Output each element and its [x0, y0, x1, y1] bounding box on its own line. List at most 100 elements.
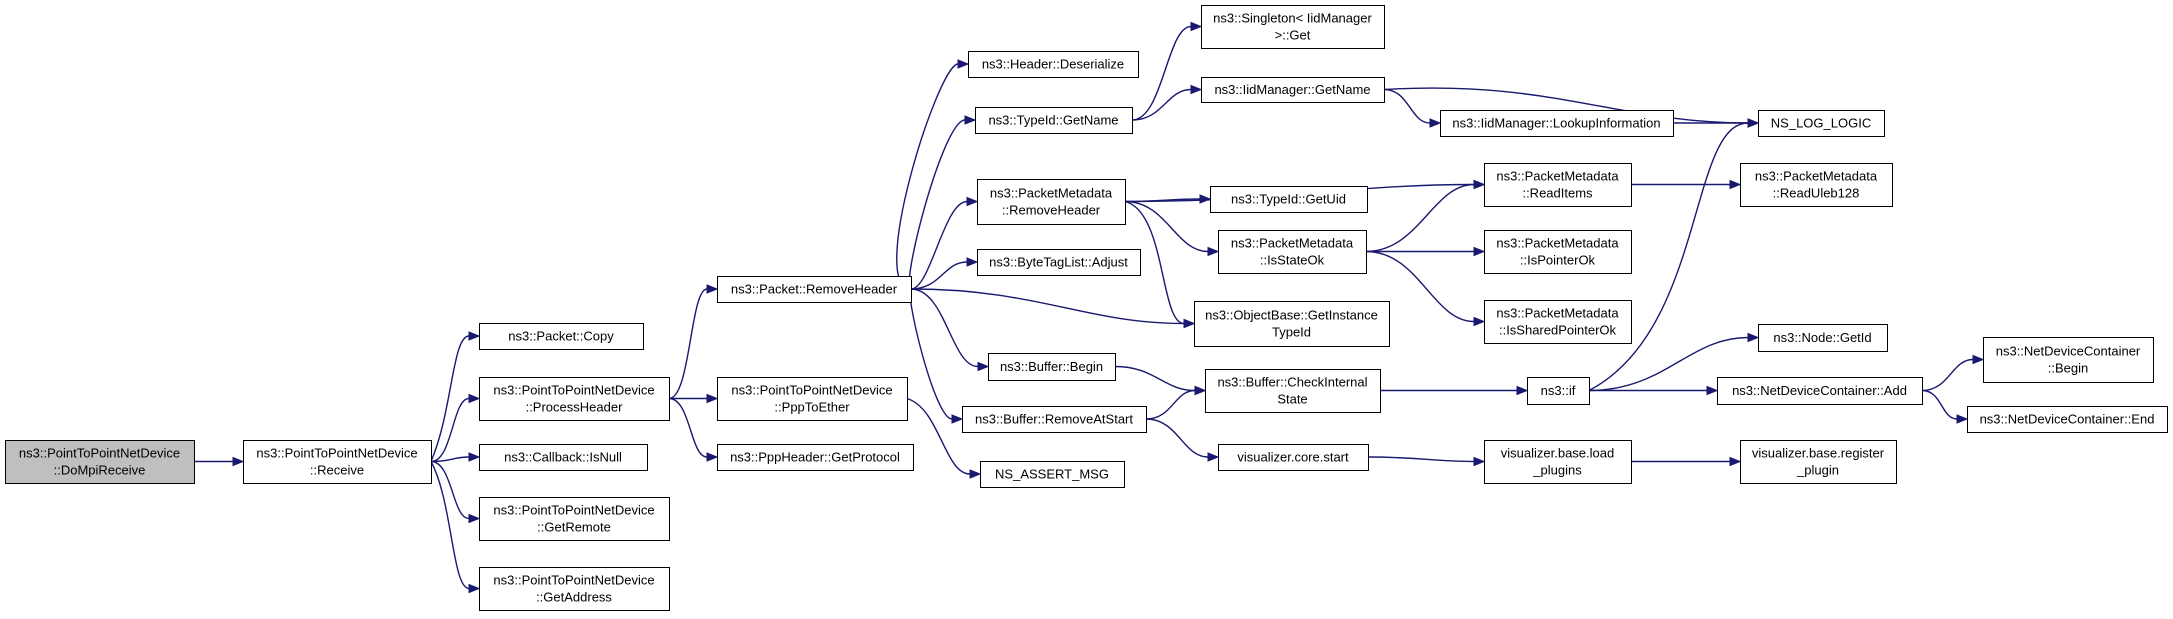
node-label: ns3::PacketMetadata [1496, 236, 1619, 251]
node-box [479, 497, 670, 541]
node-label: ns3::Buffer::RemoveAtStart [975, 412, 1133, 427]
node-typeid-getname[interactable]: ns3::TypeId::GetName [975, 107, 1133, 134]
edge-packet-removeheader-to-objectbase-getinstancetypeid [910, 288, 1196, 329]
node-callback-isnull[interactable]: ns3::Callback::IsNull [479, 444, 648, 471]
node-label: ns3::PppHeader::GetProtocol [730, 450, 900, 465]
node-label: visualizer.base.load [1501, 446, 1614, 461]
node-label: ns3::PointToPointNetDevice [493, 383, 654, 398]
edge-pm-isstateok-to-pm-issharedpointerok [1365, 250, 1486, 327]
node-label: ns3::PacketMetadata [1231, 236, 1354, 251]
node-singleton-get[interactable]: ns3::Singleton< IidManager >::Get [1201, 5, 1385, 49]
node-label: ::Begin [2048, 361, 2088, 376]
edge-pm-isstateok-to-pm-readitems [1365, 179, 1486, 253]
edge-ns3-if-to-ns-log-logic [1588, 118, 1760, 392]
node-label: ns3::ByteTagList::Adjust [989, 255, 1128, 270]
node-label: ns3::ObjectBase::GetInstance [1205, 308, 1378, 323]
edge-buffer-checkinternalstate-to-ns3-if [1380, 385, 1529, 396]
node-buffer-removeatstart[interactable]: ns3::Buffer::RemoveAtStart [962, 406, 1147, 433]
node-label: ns3::Buffer::CheckInternal [1217, 375, 1367, 390]
node-label: >::Get [1275, 28, 1311, 43]
node-get-remote[interactable]: ns3::PointToPointNetDevice::GetRemote [479, 497, 670, 541]
node-box [1740, 163, 1893, 207]
edge-packet-removeheader-to-bytetaglist-adjust [910, 257, 979, 290]
node-label: ns3::Callback::IsNull [504, 450, 622, 465]
node-label: ns3::Packet::Copy [508, 329, 614, 344]
node-pm-issharedpointerok[interactable]: ns3::PacketMetadata::IsSharedPointerOk [1484, 300, 1632, 344]
edge-ppp-to-ether-to-ns-assert-msg [906, 397, 982, 479]
edge-receive-to-packet-copy [430, 331, 481, 462]
node-node-getid[interactable]: ns3::Node::GetId [1758, 324, 1888, 352]
node-label: ns3::PointToPointNetDevice [493, 573, 654, 588]
node-label: ns3::IidManager::GetName [1214, 82, 1370, 97]
node-box [717, 444, 914, 471]
edge-receive-to-get-address [430, 461, 481, 594]
node-bytetaglist-adjust[interactable]: ns3::ByteTagList::Adjust [977, 249, 1141, 276]
node-box [1717, 377, 1923, 405]
edge-packet-removeheader-to-buffer-removeatstart [909, 288, 964, 424]
edge-packet-removeheader-to-pm-removeheader [910, 196, 979, 290]
node-layer: ns3::PointToPointNetDevice::DoMpiReceive… [5, 5, 2168, 611]
node-packet-removeheader[interactable]: ns3::Packet::RemoveHeader [717, 276, 912, 303]
node-box [5, 440, 195, 484]
node-label: ::ReadItems [1522, 186, 1593, 201]
node-netdevicecontainer-add[interactable]: ns3::NetDeviceContainer::Add [1717, 377, 1923, 405]
node-ppp-to-ether[interactable]: ns3::PointToPointNetDevice::PppToEther [717, 377, 908, 421]
node-iidmanager-getname[interactable]: ns3::IidManager::GetName [1201, 77, 1385, 103]
node-label: _plugin [1796, 463, 1839, 478]
edge-process-header-to-packet-removeheader [668, 284, 719, 400]
node-box [1218, 444, 1369, 471]
node-box [479, 567, 670, 611]
node-box [962, 406, 1147, 433]
node-visualizer-core-start[interactable]: visualizer.core.start [1218, 444, 1369, 471]
node-get-address[interactable]: ns3::PointToPointNetDevice::GetAddress [479, 567, 670, 611]
node-pppheader-getprotocol[interactable]: ns3::PppHeader::GetProtocol [717, 444, 914, 471]
node-box [1210, 186, 1368, 213]
edge-packet-removeheader-to-header-deserialize [896, 59, 970, 290]
node-label: ns3::Buffer::Begin [1000, 359, 1103, 374]
node-ns-assert-msg[interactable]: NS_ASSERT_MSG [980, 461, 1125, 488]
node-label: ns3::if [1541, 383, 1576, 398]
node-box [980, 461, 1125, 488]
node-packet-copy[interactable]: ns3::Packet::Copy [479, 323, 644, 350]
edge-pm-removeheader-to-typeid-getuid [1124, 194, 1212, 204]
node-label: ns3::NetDeviceContainer::End [1980, 412, 2155, 427]
node-header-deserialize[interactable]: ns3::Header::Deserialize [968, 51, 1139, 78]
node-label: ::GetAddress [536, 590, 612, 605]
node-label: ns3::Packet::RemoveHeader [731, 282, 898, 297]
node-iidmanager-lookupinformation[interactable]: ns3::IidManager::LookupInformation [1440, 110, 1674, 137]
node-label: ns3::Singleton< IidManager [1213, 11, 1372, 26]
node-visualizer-base-register-plugin[interactable]: visualizer.base.register _plugin [1740, 440, 1897, 484]
node-box [988, 353, 1116, 381]
node-label: ::DoMpiReceive [54, 463, 146, 478]
node-box [1205, 369, 1381, 413]
edge-process-header-to-ppp-to-ether [668, 393, 719, 404]
node-label: ns3::PacketMetadata [1496, 306, 1619, 321]
node-pm-removeheader[interactable]: ns3::PacketMetadata::RemoveHeader [977, 179, 1126, 225]
node-pm-readuleb128[interactable]: ns3::PacketMetadata::ReadUleb128 [1740, 163, 1893, 207]
node-label: ns3::TypeId::GetName [988, 113, 1118, 128]
node-typeid-getuid[interactable]: ns3::TypeId::GetUid [1210, 186, 1368, 213]
node-receive[interactable]: ns3::PointToPointNetDevice::Receive [243, 440, 432, 484]
node-do-mpi-receive[interactable]: ns3::PointToPointNetDevice::DoMpiReceive [5, 440, 195, 484]
edge-visualizer-core-start-to-visualizer-base-load-plugins [1367, 456, 1486, 467]
node-pm-ispointerok[interactable]: ns3::PacketMetadata::IsPointerOk [1484, 230, 1632, 274]
node-ns-log-logic[interactable]: NS_LOG_LOGIC [1758, 110, 1885, 137]
node-ns3-if[interactable]: ns3::if [1527, 377, 1590, 405]
node-label: visualizer.base.register [1752, 446, 1885, 461]
node-buffer-begin[interactable]: ns3::Buffer::Begin [988, 353, 1116, 381]
node-pm-isstateok[interactable]: ns3::PacketMetadata::IsStateOk [1218, 230, 1367, 274]
node-box [1201, 77, 1385, 103]
node-label: NS_ASSERT_MSG [995, 467, 1109, 482]
node-pm-readitems[interactable]: ns3::PacketMetadata::ReadItems [1484, 163, 1632, 207]
edge-netdevicecontainer-add-to-netdevicecontainer-end [1921, 389, 1969, 424]
node-visualizer-base-load-plugins[interactable]: visualizer.base.load_plugins [1484, 440, 1632, 484]
node-netdevicecontainer-end[interactable]: ns3::NetDeviceContainer::End [1967, 406, 2168, 433]
node-box [977, 179, 1126, 225]
node-label: ::IsSharedPointerOk [1499, 323, 1617, 338]
node-label: ns3::Header::Deserialize [982, 57, 1124, 72]
edge-pm-removeheader-to-objectbase-getinstancetypeid [1124, 200, 1196, 329]
node-process-header[interactable]: ns3::PointToPointNetDevice::ProcessHeade… [479, 377, 670, 421]
node-netdevicecontainer-begin[interactable]: ns3::NetDeviceContainer::Begin [1983, 337, 2154, 383]
